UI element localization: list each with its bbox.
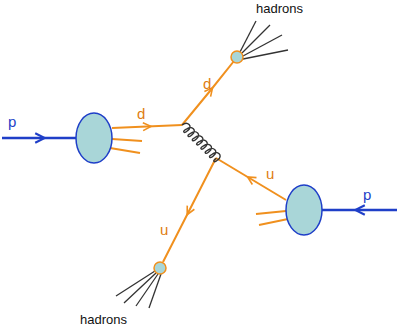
- proton-line: [321, 209, 397, 212]
- proton-line: [2, 137, 77, 140]
- proton-blob: [286, 185, 322, 235]
- hadronization-blob: [154, 262, 166, 274]
- proton-blob: [76, 113, 112, 163]
- quark-label: d: [203, 76, 211, 93]
- quark-line: [112, 125, 182, 128]
- quark-line: [163, 158, 216, 262]
- spectator-quarks: [110, 139, 288, 225]
- hadron-jet: [116, 271, 161, 308]
- quark-label: d: [137, 106, 145, 123]
- quark-label: u: [266, 166, 274, 183]
- hadron-jet: [240, 21, 288, 59]
- gluon-coil: [179, 121, 221, 162]
- quark-label: u: [160, 222, 168, 239]
- quark-line: [216, 158, 286, 200]
- hadronization-blob: [231, 51, 243, 63]
- particle-label: p: [8, 114, 16, 131]
- hadrons-label: hadrons: [80, 313, 127, 327]
- particle-label: p: [363, 187, 371, 204]
- quark-line: [182, 61, 234, 125]
- hadrons-label: hadrons: [256, 2, 303, 16]
